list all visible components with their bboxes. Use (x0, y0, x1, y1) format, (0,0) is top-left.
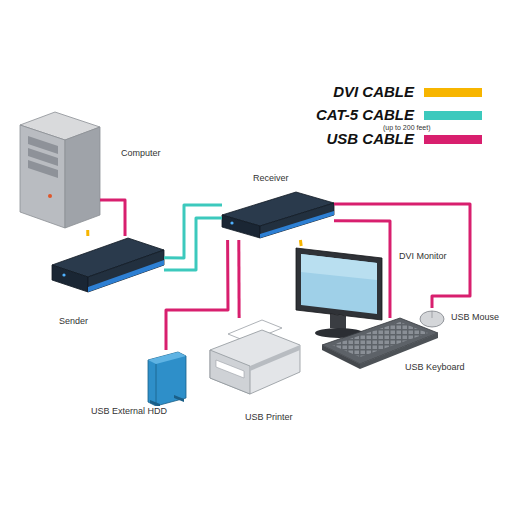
device-label: USB Keyboard (404, 362, 466, 373)
usb-external-hdd (148, 352, 186, 407)
mouse-node: USB Mouse (418, 308, 446, 330)
cable (237, 240, 240, 318)
legend-swatch (424, 111, 482, 120)
cable (86, 230, 89, 236)
cable (334, 221, 390, 318)
receiver-unit (222, 192, 334, 238)
legend-row: CAT-5 CABLE (290, 107, 482, 123)
legend-row: DVI CABLE (290, 84, 482, 100)
legend-text: DVI CABLE (333, 84, 414, 100)
device-label: USB External HDD (90, 406, 168, 417)
receiver-node: Receiver (222, 192, 334, 240)
cable (100, 200, 125, 236)
device-label: USB Mouse (450, 312, 500, 323)
monitor-node: DVI Monitor (292, 246, 384, 338)
legend-swatch (424, 135, 482, 144)
sender-unit (52, 238, 164, 292)
usb-printer (210, 320, 300, 394)
device-label: Receiver (252, 173, 290, 184)
dvi-monitor (296, 248, 382, 338)
printer-node: USB Printer (206, 318, 302, 396)
legend-row: USB CABLE (290, 131, 482, 147)
keyboard-node: USB Keyboard (322, 318, 438, 370)
computer-node: Computer (18, 112, 100, 230)
legend-text: CAT-5 CABLE (316, 107, 414, 123)
hdd-node: USB External HDD (142, 350, 190, 406)
legend-swatch (424, 88, 482, 97)
legend-text: USB CABLE (326, 131, 414, 147)
computer-tower (20, 112, 100, 228)
sender-node: Sender (52, 236, 164, 298)
device-label: USB Printer (244, 412, 294, 423)
cable (164, 218, 222, 270)
device-label: Sender (58, 316, 89, 327)
cable (166, 240, 228, 350)
cable (299, 240, 303, 246)
usb-mouse (420, 311, 444, 327)
cable (164, 205, 222, 258)
device-label: Computer (120, 148, 162, 159)
device-label: DVI Monitor (398, 251, 448, 262)
